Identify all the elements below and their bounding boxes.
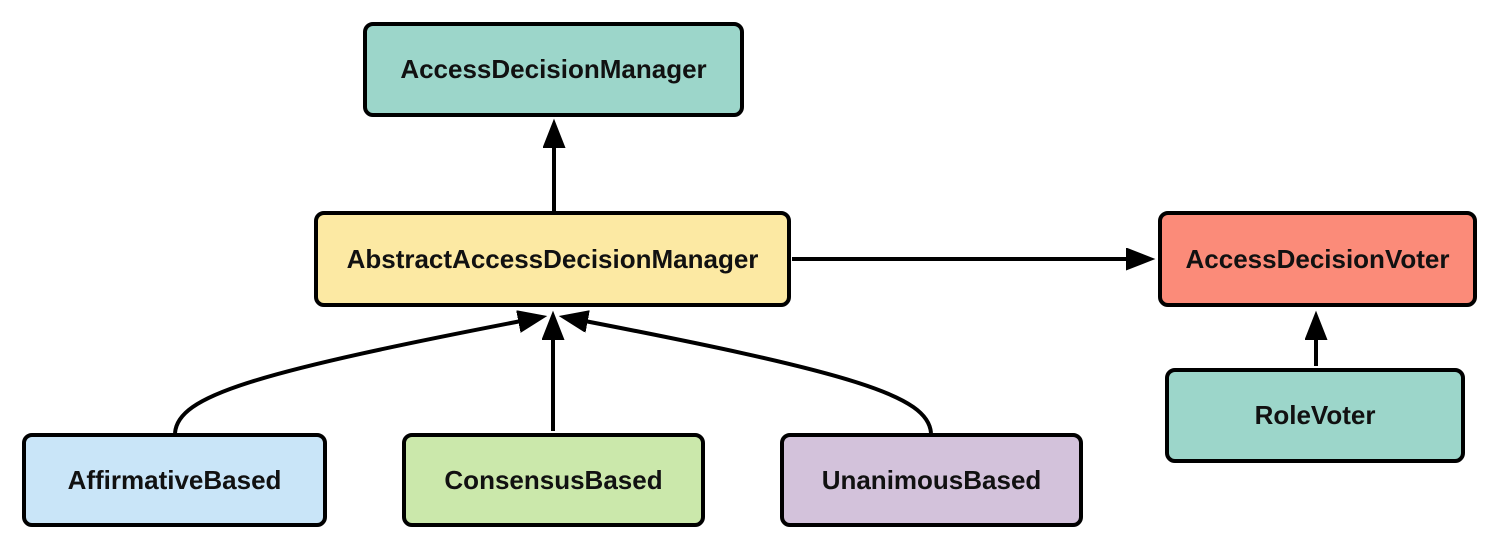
node-label: AbstractAccessDecisionManager xyxy=(346,243,759,274)
node-label: ConsensusBased xyxy=(444,464,663,495)
node-access-decision-manager[interactable]: AccessDecisionManager xyxy=(363,22,744,117)
node-label: UnanimousBased xyxy=(821,464,1042,495)
node-label: AccessDecisionVoter xyxy=(1185,243,1450,274)
node-label: RoleVoter xyxy=(1254,400,1376,430)
node-access-decision-voter[interactable]: AccessDecisionVoter xyxy=(1158,211,1477,307)
node-label: AccessDecisionManager xyxy=(400,54,707,84)
node-consensus-based[interactable]: ConsensusBased xyxy=(402,433,705,527)
edge-unanimous-to-abstract xyxy=(564,317,933,434)
node-abstract-access-decision-manager[interactable]: AbstractAccessDecisionManager xyxy=(314,211,791,307)
node-role-voter[interactable]: RoleVoter xyxy=(1165,368,1465,463)
edge-affirmative-to-abstract xyxy=(173,317,542,434)
node-unanimous-based[interactable]: UnanimousBased xyxy=(780,433,1083,527)
node-label: AffirmativeBased xyxy=(67,464,282,495)
node-affirmative-based[interactable]: AffirmativeBased xyxy=(22,433,327,527)
